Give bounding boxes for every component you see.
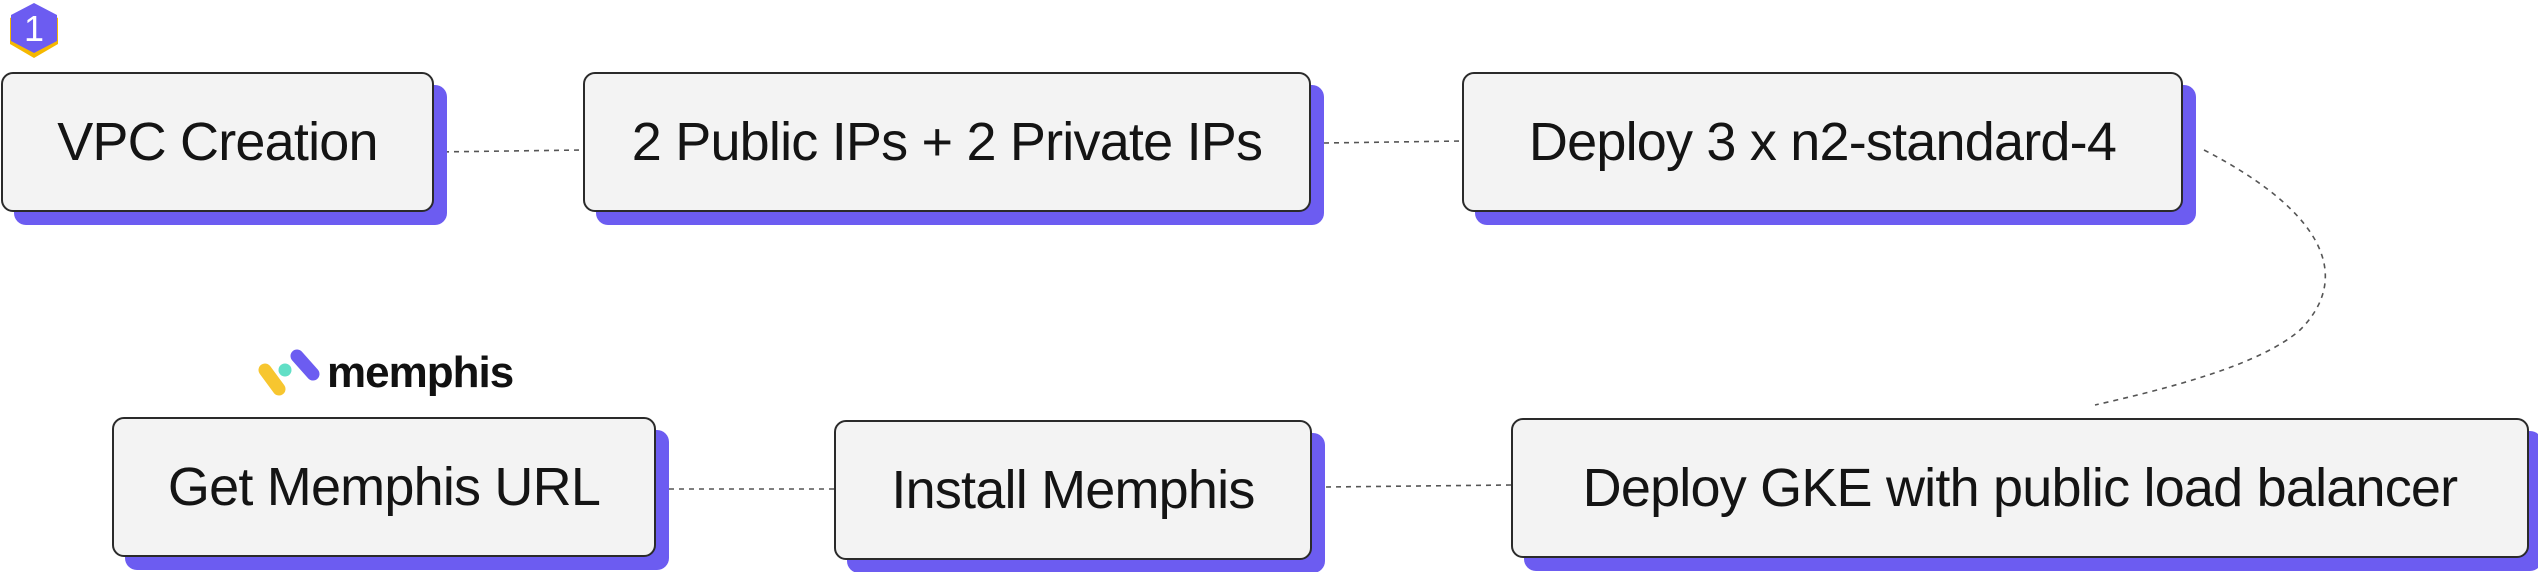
connector-gke-to-install xyxy=(1324,484,1512,488)
brand-name: memphis xyxy=(327,348,514,397)
step-install-memphis: Install Memphis xyxy=(834,420,1312,560)
step-number-badge: 1 xyxy=(6,2,62,60)
step-deploy-gke: Deploy GKE with public load balancer xyxy=(1511,418,2529,558)
memphis-logo: memphis xyxy=(255,346,515,402)
step-number: 1 xyxy=(23,8,45,49)
step-vpc-creation: VPC Creation xyxy=(1,72,434,212)
memphis-logo-icon xyxy=(258,349,320,396)
connector-vpc-to-ips xyxy=(433,149,584,153)
step-get-memphis-url: Get Memphis URL xyxy=(112,417,656,557)
connector-ips-to-deploy xyxy=(1323,140,1463,144)
step-deploy-vms: Deploy 3 x n2-standard-4 xyxy=(1462,72,2183,212)
step-number-hexagon-icon xyxy=(10,3,58,58)
step-public-private-ips: 2 Public IPs + 2 Private IPs xyxy=(583,72,1311,212)
